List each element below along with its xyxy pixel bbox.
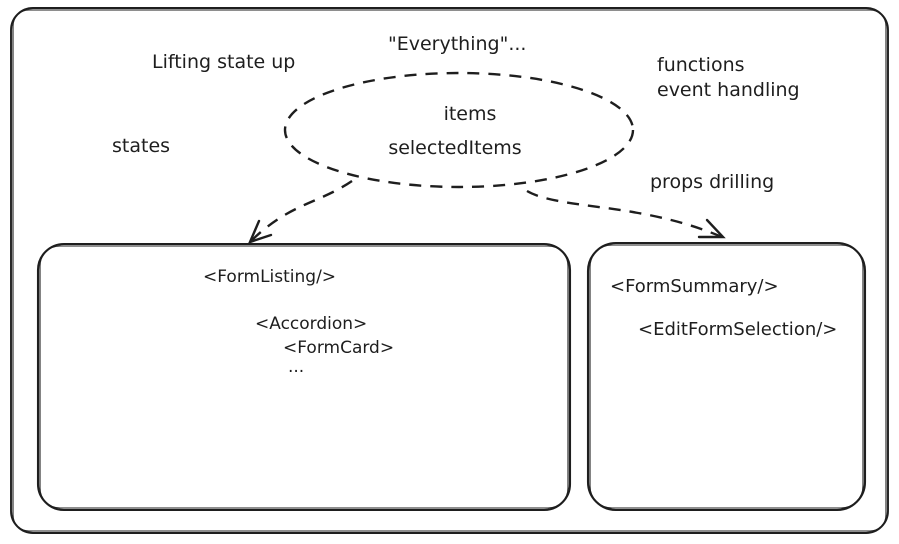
form-summary-child-editformselection: <EditFormSelection/> <box>638 319 837 340</box>
shared-state-ellipse <box>283 71 635 189</box>
form-summary-title: <FormSummary/> <box>610 276 779 297</box>
form-listing-box-sketch-stroke <box>39 245 569 509</box>
label-states: states <box>112 135 170 157</box>
form-listing-child-formcard: <FormCard> <box>283 338 394 358</box>
form-listing-title: <FormListing/> <box>203 267 336 287</box>
label-lifting-state-up: Lifting state up <box>152 51 295 73</box>
form-listing-box <box>36 242 572 512</box>
form-summary-box <box>586 241 867 512</box>
label-event-handling: event handling <box>657 79 800 101</box>
bubble-selected-items-text: selectedItems <box>388 137 521 159</box>
label-functions: functions <box>657 54 745 76</box>
form-listing-child-ellipsis: ... <box>288 357 304 377</box>
outer-frame-sketch-stroke <box>12 9 887 532</box>
form-listing-box-stroke <box>36 242 572 512</box>
arrow-to-form-listing-head <box>247 219 273 244</box>
label-props-drilling: props drilling <box>650 171 774 193</box>
outer-frame-stroke <box>10 7 889 534</box>
outer-frame <box>10 7 889 534</box>
bubble-items-text: items <box>444 103 497 125</box>
arrow-to-form-listing-line <box>250 180 353 242</box>
arrow-to-form-listing <box>247 180 353 244</box>
form-summary-box-sketch-stroke <box>589 244 864 509</box>
label-everything: "Everything"... <box>388 33 526 55</box>
arrow-to-form-summary-line <box>526 189 723 239</box>
arrow-to-form-summary <box>526 189 726 239</box>
form-listing-child-accordion: <Accordion> <box>255 314 367 334</box>
arrow-to-form-summary-head <box>697 218 726 239</box>
form-summary-box-stroke <box>586 241 867 512</box>
